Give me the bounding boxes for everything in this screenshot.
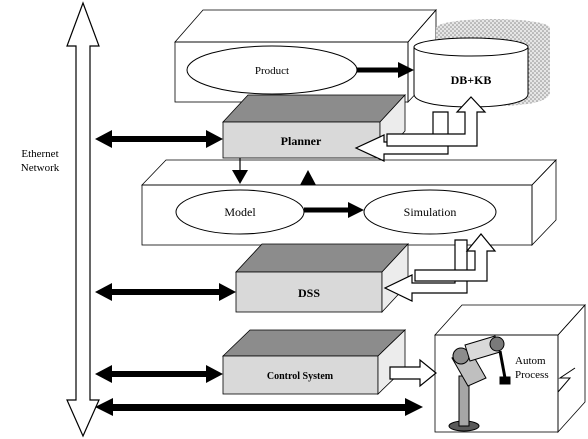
- dss-label: DSS: [298, 286, 320, 300]
- planner-label: Planner: [281, 134, 322, 148]
- network-control-arrow: [95, 365, 223, 383]
- simulation-label: Simulation: [404, 205, 457, 219]
- robot-arm-icon: [448, 335, 511, 432]
- network-label-line1: Ethernet: [21, 148, 58, 160]
- dss-block: [235, 242, 409, 314]
- ethernet-network-bus: [66, 1, 100, 438]
- process-flow-mark: [557, 367, 576, 393]
- network-label-line2: Network: [21, 162, 60, 174]
- autom-label-line2: Process: [515, 369, 549, 381]
- model-to-planner-arrowhead: [300, 170, 316, 185]
- network-dss-arrow: [95, 283, 236, 301]
- simulation-dss-feedback-arrow: [383, 239, 468, 302]
- product-label: Product: [255, 65, 289, 77]
- planner-to-model-arrowhead: [232, 170, 248, 184]
- simulation-ellipse: [363, 189, 497, 235]
- autom-process-box: [434, 303, 586, 434]
- model-label: Model: [224, 205, 256, 219]
- db-kb-label: DB+KB: [451, 73, 492, 87]
- model-to-simulation-arrowhead: [348, 202, 364, 218]
- network-planner-arrow: [95, 130, 223, 148]
- control-to-process-arrow: [389, 358, 437, 388]
- autom-label-line1: Autom: [515, 355, 546, 367]
- control-system-label: Control System: [267, 371, 334, 382]
- network-process-arrow: [95, 398, 423, 416]
- db-kb-cylinder: [413, 19, 550, 108]
- planner-db-up-arrow: [386, 96, 487, 147]
- simulation-dss-up-arrow: [414, 233, 497, 282]
- control-system-block: [222, 329, 406, 395]
- product-to-db-arrowhead: [398, 62, 414, 78]
